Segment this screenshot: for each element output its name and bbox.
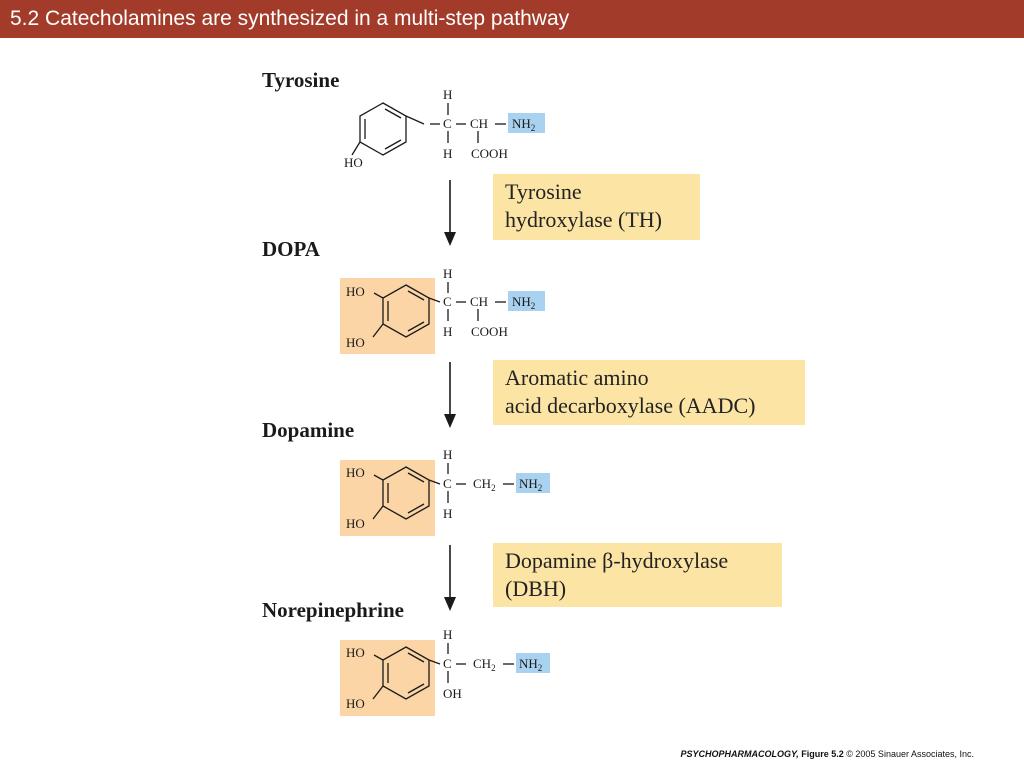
amine-highlight [516, 653, 550, 673]
label-oh: OH [443, 686, 462, 701]
enzyme-aadc-line1: Aromatic amino [505, 365, 649, 390]
label-ho-top: HO [346, 284, 365, 299]
label-ch: CH [470, 294, 488, 309]
bond-ho [351, 141, 361, 156]
double-bond [407, 472, 425, 483]
bond-ho-top [373, 474, 384, 481]
tyrosine-structure: HO H C CH NH2 H COOH [344, 87, 545, 170]
enzyme-th-line1: Tyrosine [505, 179, 582, 204]
dopamine-structure: HO HO H C CH2 NH2 H [340, 447, 550, 536]
molecule-name-tyrosine: Tyrosine [262, 68, 340, 92]
bond-ring-c [428, 479, 441, 485]
label-nh2: NH2 [519, 656, 542, 673]
amine-highlight [508, 291, 545, 311]
credit-copyright: © 2005 Sinauer Associates, Inc. [846, 749, 974, 759]
label-c: C [443, 656, 452, 671]
label-ho-bottom: HO [346, 516, 365, 531]
label-h-top: H [443, 87, 452, 102]
arrow-down-icon [444, 545, 456, 611]
bond-ring-c [428, 297, 441, 303]
slide-title: 5.2 Catecholamines are synthesized in a … [10, 7, 570, 30]
bond-ho-bottom [372, 323, 384, 338]
amine-highlight [508, 113, 545, 133]
label-ch: CH [470, 116, 488, 131]
bond-ho-top [373, 292, 384, 299]
double-bond [407, 290, 425, 301]
label-c: C [443, 294, 452, 309]
label-h-bottom: H [443, 324, 452, 339]
arrow-down-icon [444, 180, 456, 246]
label-cooh: COOH [471, 146, 508, 161]
dopa-structure: HO HO H C CH NH2 H COOH [340, 266, 545, 354]
label-h-top: H [443, 266, 452, 281]
label-nh2: NH2 [512, 294, 535, 311]
enzyme-th-line2: hydroxylase (TH) [505, 207, 663, 232]
label-ho-top: HO [346, 465, 365, 480]
arrow-down-icon [444, 362, 456, 428]
credit-book: PSYCHOPHARMACOLOGY, [680, 749, 799, 759]
figure-credit: PSYCHOPHARMACOLOGY, Figure 5.2 © 2005 Si… [681, 749, 974, 759]
bond-ho-top [373, 654, 384, 661]
norepinephrine-structure: HO HO H C CH2 NH2 OH [340, 627, 550, 716]
benzene-ring [359, 102, 407, 156]
label-h-bottom: H [443, 146, 452, 161]
double-bond [384, 139, 402, 150]
label-c: C [443, 476, 452, 491]
molecule-name-dopamine: Dopamine [262, 418, 355, 442]
label-h-bottom: H [443, 506, 452, 521]
credit-figure: Figure 5.2 [801, 749, 844, 759]
bond-ring-c [405, 115, 425, 125]
double-bond [407, 321, 425, 332]
label-ho-bottom: HO [346, 696, 365, 711]
bond-ho-bottom [372, 505, 384, 520]
amine-highlight [516, 473, 550, 493]
label-nh2: NH2 [519, 476, 542, 493]
label-cooh: COOH [471, 324, 508, 339]
slide-title-bar: 5.2 Catecholamines are synthesized in a … [0, 0, 1024, 38]
label-ho-top: HO [346, 645, 365, 660]
label-ho: HO [344, 155, 363, 170]
molecule-name-dopa: DOPA [262, 237, 320, 261]
enzyme-aadc-line2: acid decarboxylase (AADC) [505, 393, 756, 418]
enzyme-dbh-line1: Dopamine β-hydroxylase [505, 548, 729, 573]
enzyme-box-dbh: Dopamine β-hydroxylase (DBH) [493, 543, 782, 607]
double-bond [407, 652, 425, 663]
double-bond [384, 108, 402, 119]
double-bond [407, 683, 425, 694]
enzyme-dbh-line2: (DBH) [505, 576, 567, 601]
bond-ho-bottom [372, 685, 384, 700]
label-ho-bottom: HO [346, 335, 365, 350]
label-ch2: CH2 [473, 656, 496, 673]
enzyme-box-aadc: Aromatic amino acid decarboxylase (AADC) [493, 360, 805, 425]
label-ch2: CH2 [473, 476, 496, 493]
label-h-top: H [443, 627, 452, 642]
molecule-name-norepinephrine: Norepinephrine [262, 598, 404, 622]
label-c: C [443, 116, 452, 131]
label-nh2: NH2 [512, 116, 535, 133]
bond-ring-c [428, 659, 441, 665]
label-h-top: H [443, 447, 452, 462]
enzyme-box-th: Tyrosine hydroxylase (TH) [493, 174, 700, 240]
double-bond [407, 503, 425, 514]
